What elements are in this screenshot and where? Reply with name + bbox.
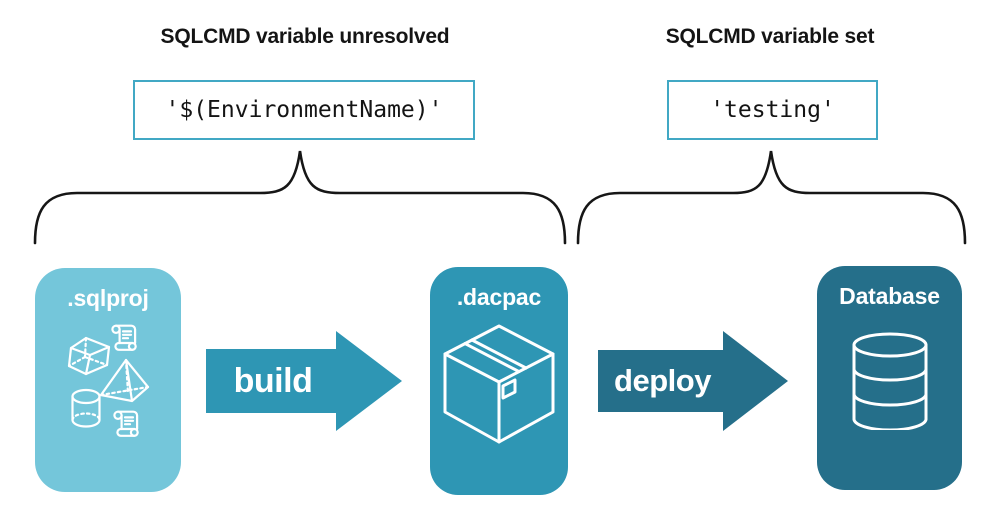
node-sqlproj-label: .sqlproj: [67, 285, 149, 311]
db-dot: [910, 361, 916, 367]
package-icon: [443, 324, 555, 444]
node-dacpac-label: .dacpac: [456, 284, 542, 310]
node-database: Database: [817, 266, 962, 490]
node-dacpac: .dacpac: [430, 267, 568, 495]
scroll-icon: [113, 410, 139, 437]
build-arrow-label: build: [233, 361, 313, 400]
annotation-title-set: SQLCMD variable set: [665, 25, 875, 48]
pyramid-icon: [99, 358, 150, 403]
deploy-arrow: deploy: [598, 331, 788, 431]
db-dot: [910, 411, 916, 417]
db-dot: [910, 386, 916, 392]
deploy-arrow-shape: [598, 331, 788, 431]
annotation-title-unresolved: SQLCMD variable unresolved: [160, 25, 450, 48]
code-box-unresolved: '$(EnvironmentName)': [133, 80, 475, 140]
deploy-arrow-label: deploy: [614, 363, 711, 398]
scroll-icon: [111, 324, 137, 351]
sql-project-objects-icon: [67, 324, 150, 437]
node-sqlproj: .sqlproj: [35, 268, 181, 492]
code-box-set: 'testing': [667, 80, 878, 140]
database-icon: [852, 332, 928, 430]
cube-icon: [67, 336, 111, 376]
left-brace: [33, 150, 567, 245]
build-arrow: build: [206, 331, 402, 431]
code-value-set: 'testing': [710, 97, 835, 123]
cylinder-icon: [71, 388, 101, 428]
code-value-unresolved: '$(EnvironmentName)': [165, 97, 443, 123]
build-arrow-shape: [206, 331, 402, 431]
right-brace: [576, 150, 967, 245]
node-database-label: Database: [839, 283, 940, 309]
